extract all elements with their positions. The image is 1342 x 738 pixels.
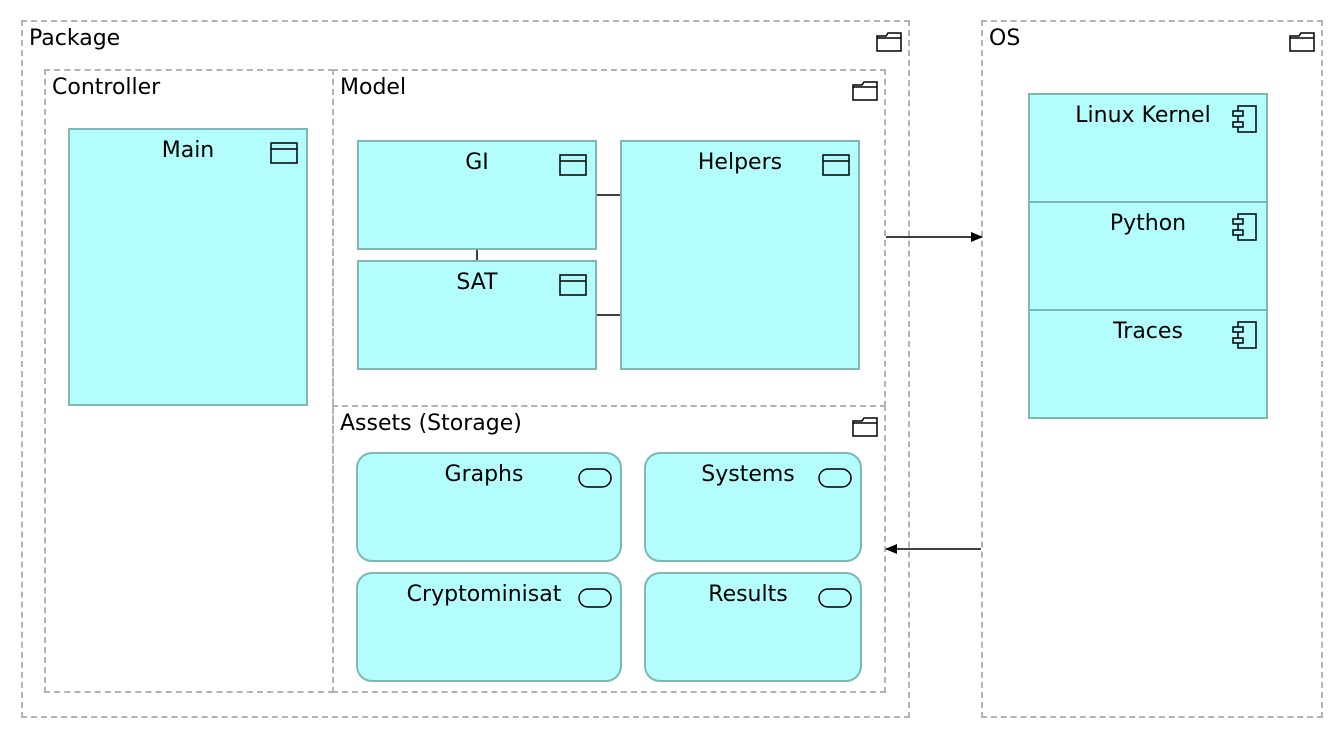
traces-component-box[interactable]: Traces bbox=[1028, 309, 1268, 419]
main-class-box[interactable]: Main bbox=[68, 128, 308, 406]
data-object-icon bbox=[578, 468, 612, 488]
folder-icon bbox=[1289, 32, 1315, 52]
os-package[interactable]: OS bbox=[981, 20, 1323, 718]
systems-label: Systems bbox=[701, 462, 795, 487]
data-object-icon bbox=[818, 588, 852, 608]
data-object-icon bbox=[578, 588, 612, 608]
assets-label: Assets (Storage) bbox=[340, 411, 522, 436]
main-label: Main bbox=[161, 138, 215, 163]
class-icon bbox=[559, 274, 587, 296]
component-icon bbox=[1232, 321, 1257, 349]
class-icon bbox=[822, 154, 850, 176]
gi-class-box[interactable]: GI bbox=[357, 140, 597, 250]
results-label: Results bbox=[708, 582, 788, 607]
helpers-label: Helpers bbox=[697, 150, 783, 175]
data-object-icon bbox=[818, 468, 852, 488]
results-data-box[interactable]: Results bbox=[644, 572, 862, 682]
sat-label: SAT bbox=[456, 270, 498, 295]
linux-kernel-component-box[interactable]: Linux Kernel bbox=[1028, 93, 1268, 203]
cryptominisat-label: Cryptominisat bbox=[406, 582, 562, 607]
package-container[interactable]: Package bbox=[21, 20, 910, 718]
component-icon bbox=[1232, 213, 1257, 241]
gi-label: GI bbox=[465, 150, 489, 175]
graphs-label: Graphs bbox=[444, 462, 524, 487]
helpers-class-box[interactable]: Helpers bbox=[620, 140, 860, 370]
python-label: Python bbox=[1109, 211, 1187, 236]
cryptominisat-data-box[interactable]: Cryptominisat bbox=[356, 572, 622, 682]
python-component-box[interactable]: Python bbox=[1028, 201, 1268, 311]
folder-icon bbox=[852, 81, 878, 101]
controller-label: Controller bbox=[52, 75, 161, 100]
component-icon bbox=[1232, 105, 1257, 133]
graphs-data-box[interactable]: Graphs bbox=[356, 452, 622, 562]
folder-icon bbox=[876, 32, 902, 52]
model-label: Model bbox=[340, 75, 407, 100]
class-icon bbox=[559, 154, 587, 176]
traces-label: Traces bbox=[1113, 319, 1183, 344]
package-label: Package bbox=[29, 26, 121, 51]
os-label: OS bbox=[989, 26, 1021, 51]
linux-kernel-label: Linux Kernel bbox=[1075, 103, 1211, 128]
systems-data-box[interactable]: Systems bbox=[644, 452, 862, 562]
class-icon bbox=[270, 142, 298, 164]
folder-icon bbox=[852, 417, 878, 437]
sat-class-box[interactable]: SAT bbox=[357, 260, 597, 370]
